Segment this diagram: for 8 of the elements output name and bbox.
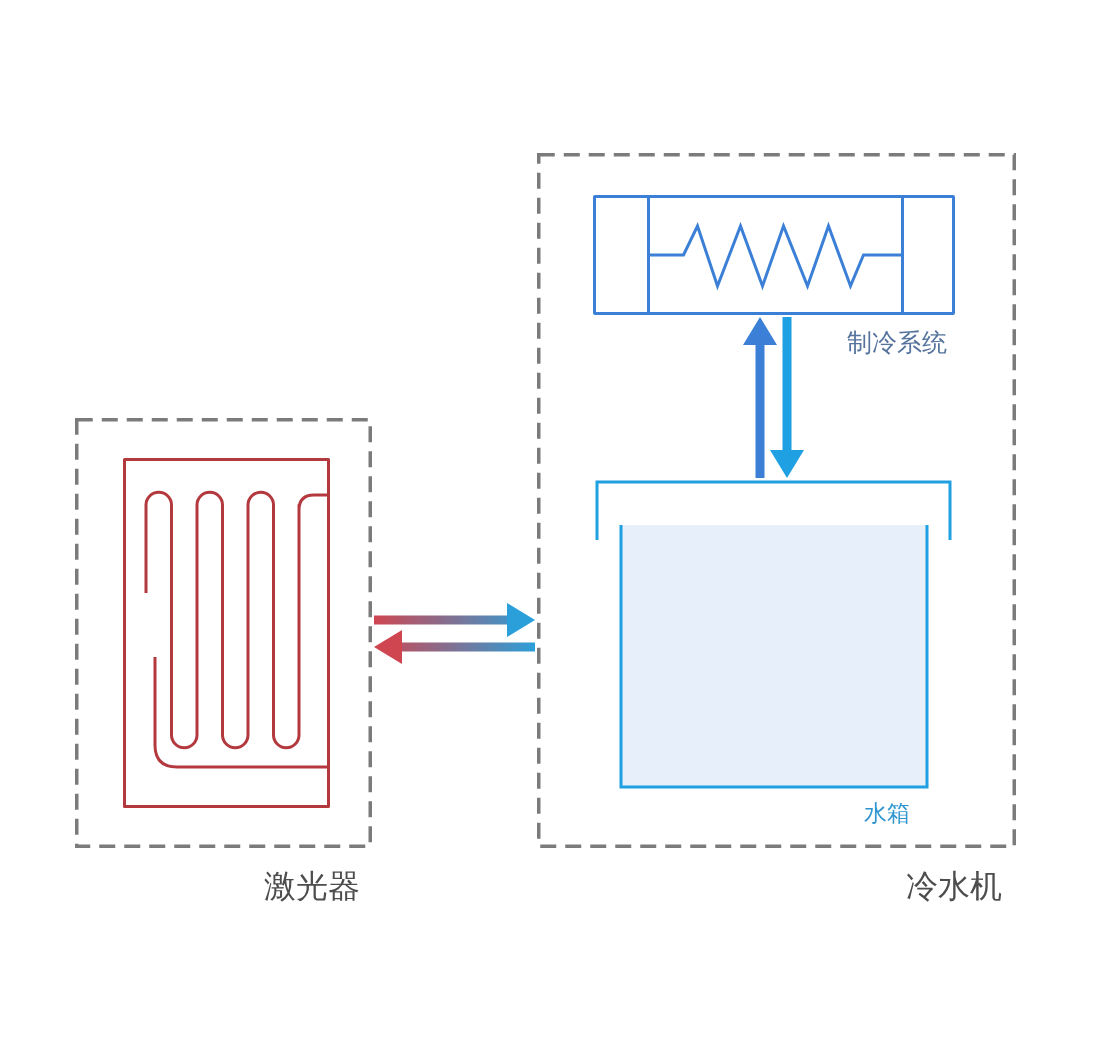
node-label: 冷水机 — [906, 868, 1002, 905]
flow-arrow — [374, 603, 535, 637]
flow-arrow — [743, 317, 777, 478]
node-label: 水箱 — [864, 800, 910, 827]
flow-arrow — [770, 317, 804, 478]
flow-arrow — [374, 630, 535, 664]
node-label: 制冷系统 — [847, 329, 947, 358]
node-label: 激光器 — [264, 868, 360, 905]
